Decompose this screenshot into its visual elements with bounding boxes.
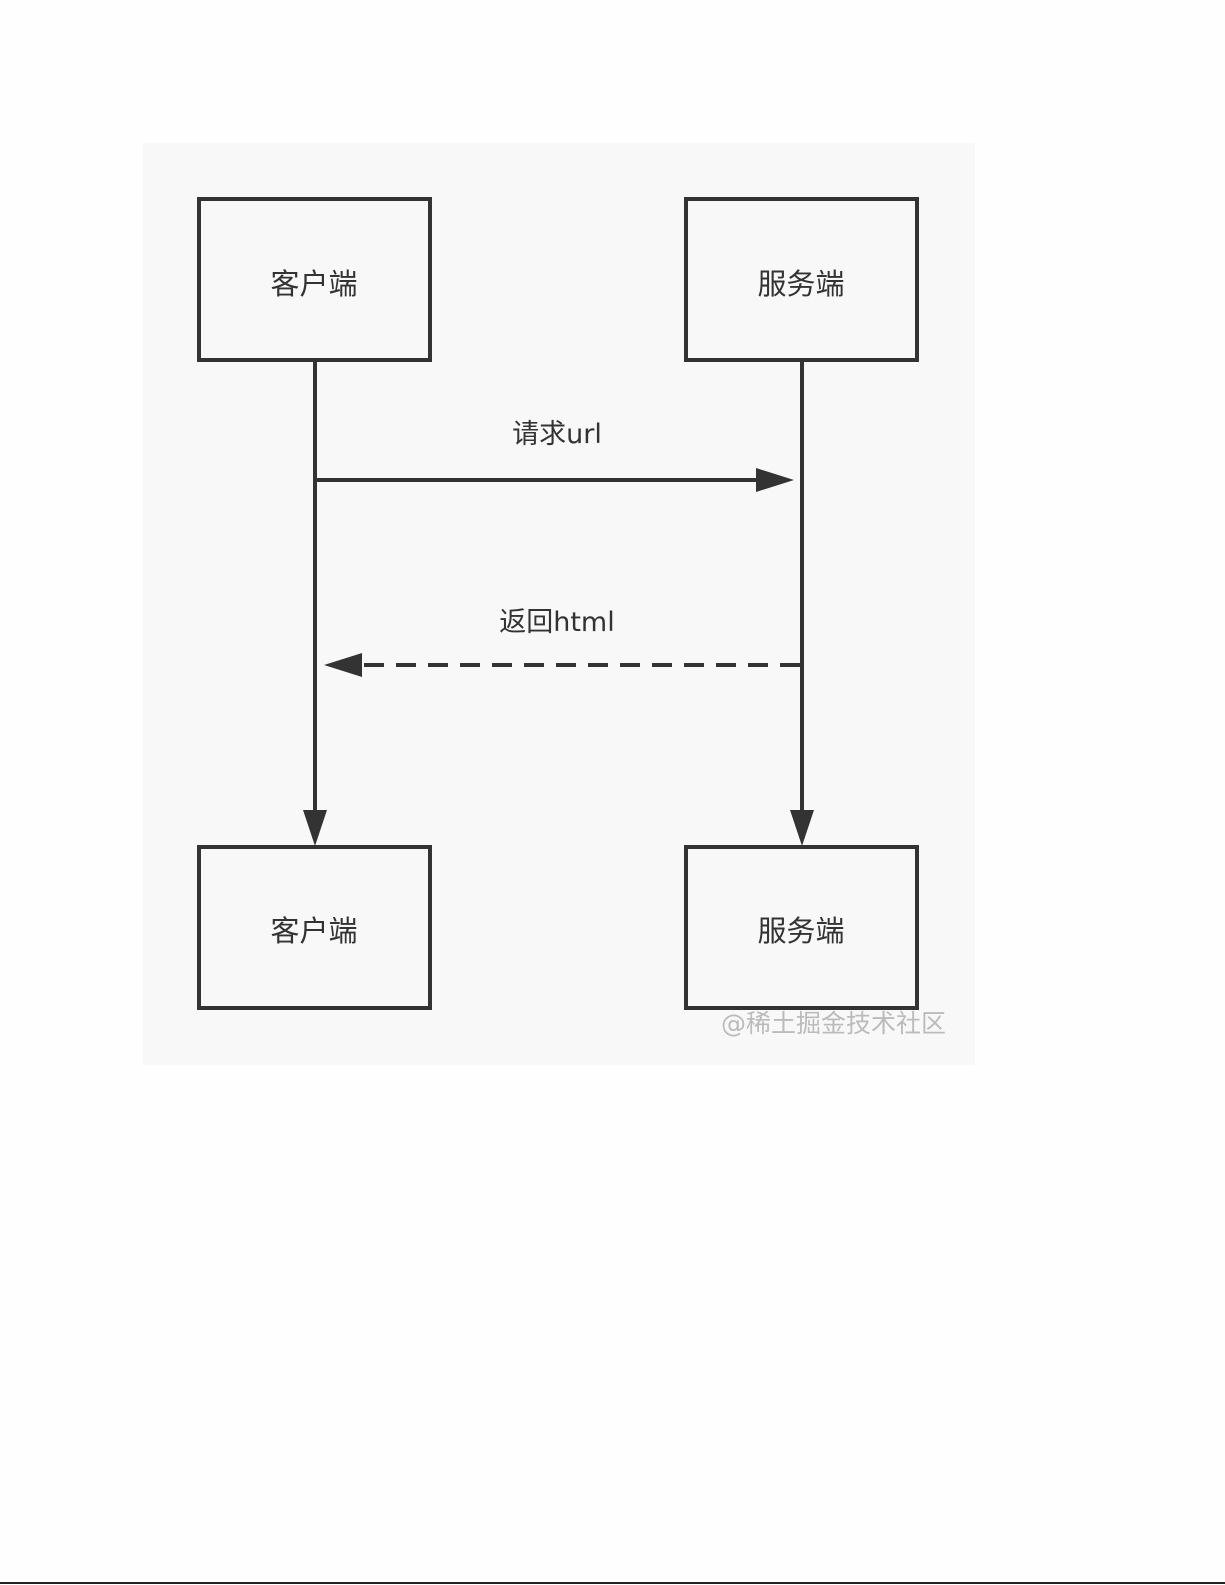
server-bottom-label: 服务端 xyxy=(757,914,844,948)
server-top-box: 服务端 xyxy=(686,199,917,360)
server-top-label: 服务端 xyxy=(757,267,844,301)
client-top-box: 客户端 xyxy=(199,199,430,360)
request-label: 请求url xyxy=(512,419,602,450)
client-top-label: 客户端 xyxy=(270,267,357,301)
client-bottom-label: 客户端 xyxy=(270,914,357,948)
watermark: @稀土掘金技术社区 xyxy=(721,1009,946,1038)
server-bottom-box: 服务端 xyxy=(686,847,917,1008)
client-bottom-box: 客户端 xyxy=(199,847,430,1008)
response-label: 返回html xyxy=(499,607,615,638)
